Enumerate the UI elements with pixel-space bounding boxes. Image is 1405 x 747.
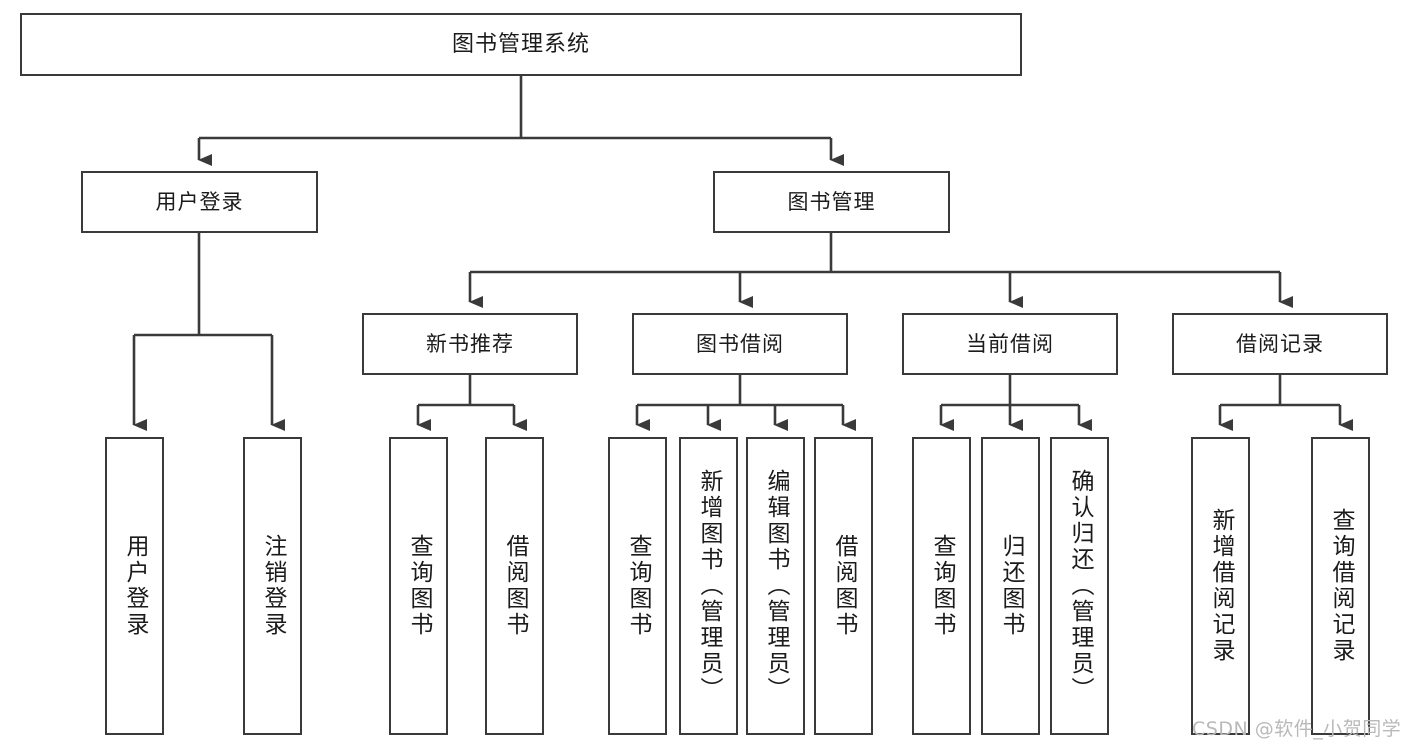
leaf-add-record-label: 新增借阅记录 [1208, 508, 1234, 664]
leaf-user-login[interactable]: 用户登录 [105, 437, 164, 735]
leaf-logout-login[interactable]: 注销登录 [243, 437, 302, 735]
leaf-borrow-book-2-label: 借阅图书 [831, 534, 857, 638]
node-current-borrow[interactable]: 当前借阅 [902, 313, 1118, 375]
node-borrow-record[interactable]: 借阅记录 [1172, 313, 1388, 375]
leaf-confirm-return[interactable]: 确认归还（管理员） [1050, 437, 1109, 735]
leaf-query-book-3-label: 查询图书 [929, 534, 955, 638]
node-borrow-record-label: 借阅记录 [1236, 331, 1324, 356]
leaf-borrow-book-2[interactable]: 借阅图书 [814, 437, 873, 735]
node-book-borrow-label: 图书借阅 [696, 331, 784, 356]
leaf-query-book-1[interactable]: 查询图书 [389, 437, 448, 735]
leaf-return-book-label: 归还图书 [998, 534, 1024, 638]
csdn-watermark: CSDN @软件_小贺同学 [1192, 718, 1402, 740]
node-book-borrow[interactable]: 图书借阅 [632, 313, 848, 375]
leaf-borrow-book-1-label: 借阅图书 [502, 534, 528, 638]
leaf-edit-book-label: 编辑图书（管理员） [763, 469, 789, 703]
node-new-book-rec-label: 新书推荐 [426, 331, 514, 356]
leaf-add-record[interactable]: 新增借阅记录 [1191, 437, 1250, 735]
leaf-query-record-label: 查询借阅记录 [1328, 508, 1354, 664]
leaf-query-book-2-label: 查询图书 [625, 534, 651, 638]
leaf-borrow-book-1[interactable]: 借阅图书 [485, 437, 544, 735]
leaf-query-book-1-label: 查询图书 [406, 534, 432, 638]
leaf-query-book-3[interactable]: 查询图书 [912, 437, 971, 735]
node-book-manage-label: 图书管理 [787, 189, 876, 214]
node-new-book-rec[interactable]: 新书推荐 [362, 313, 578, 375]
leaf-query-record[interactable]: 查询借阅记录 [1311, 437, 1370, 735]
leaf-edit-book[interactable]: 编辑图书（管理员） [746, 437, 805, 735]
leaf-user-login-label: 用户登录 [122, 534, 148, 638]
node-book-manage[interactable]: 图书管理 [713, 171, 950, 233]
node-root[interactable]: 图书管理系统 [20, 13, 1022, 76]
leaf-return-book[interactable]: 归还图书 [981, 437, 1040, 735]
node-user-login-label: 用户登录 [155, 189, 244, 214]
node-current-borrow-label: 当前借阅 [966, 331, 1054, 356]
leaf-confirm-return-label: 确认归还（管理员） [1067, 469, 1093, 703]
node-root-label: 图书管理系统 [451, 31, 590, 57]
node-user-login[interactable]: 用户登录 [81, 171, 318, 233]
leaf-add-book[interactable]: 新增图书（管理员） [679, 437, 738, 735]
leaf-add-book-label: 新增图书（管理员） [696, 469, 722, 703]
leaf-logout-login-label: 注销登录 [260, 534, 286, 638]
leaf-query-book-2[interactable]: 查询图书 [608, 437, 667, 735]
